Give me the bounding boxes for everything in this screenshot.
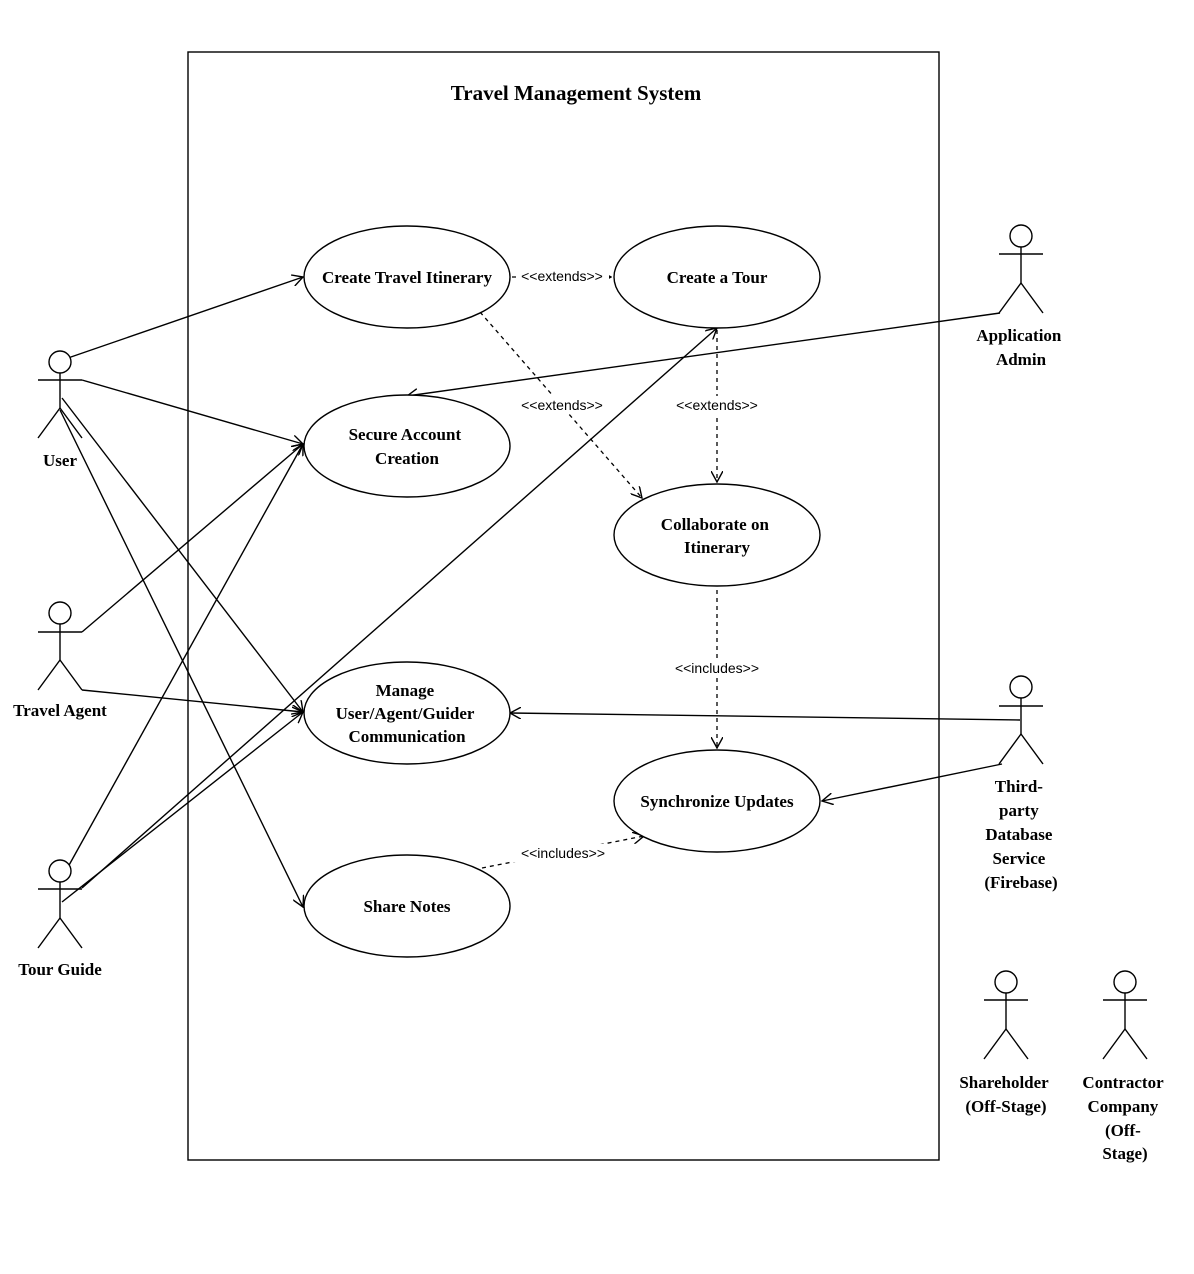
includes-label-notes: <<includes>> — [521, 845, 605, 861]
svg-text:Shareholder (Off-Stage): Shareholder (Off-Stage) — [959, 1073, 1052, 1116]
svg-text:Application Admin: Application Admin — [976, 326, 1065, 369]
actor-application-admin: Application Admin — [976, 224, 1065, 369]
assoc-user-share-notes — [59, 409, 303, 907]
actor-label: Stage) — [1102, 1144, 1147, 1163]
svg-text:Collaborate on Itinerary: Collaborate on Itinerary — [661, 515, 773, 557]
svg-text:Create a Tour: Create a Tour — [667, 268, 768, 287]
assoc-db-manage-communication — [510, 713, 1021, 721]
actor-icon — [998, 224, 1044, 314]
actor-label: Admin — [996, 350, 1047, 369]
actor-label: Contractor — [1082, 1073, 1164, 1092]
assoc-guide-manage-communication — [61, 712, 303, 903]
actor-label: Company — [1087, 1097, 1158, 1116]
actor-travel-agent: Travel Agent — [13, 601, 107, 720]
use-case-label: Manage — [376, 681, 435, 700]
includes-label-sync: <<includes>> — [675, 660, 759, 676]
svg-text:Create Travel Itinerary: Create Travel Itinerary — [322, 268, 492, 287]
use-case-label: Collaborate on — [661, 515, 770, 534]
actor-tour-guide: Tour Guide — [18, 859, 102, 979]
actor-label: (Off- — [1105, 1121, 1141, 1140]
svg-text:Share Notes: Share Notes — [363, 897, 450, 916]
use-case-label: Synchronize Updates — [640, 792, 794, 811]
svg-text:Manage User/Agent/Guider: Manage User/Agent/Guider Communication — [336, 681, 479, 746]
assoc-admin-secure-account — [407, 312, 1001, 396]
actor-icon — [37, 859, 83, 949]
actor-label: Travel Agent — [13, 701, 107, 720]
assoc-guide-create-tour — [81, 328, 717, 889]
assoc-user-secure-account — [81, 379, 303, 444]
use-case-synchronize-updates: Synchronize Updates — [613, 749, 821, 853]
associations — [59, 277, 1021, 907]
use-case-label: Share Notes — [363, 897, 450, 916]
actor-user: User — [37, 350, 83, 470]
use-case-secure-account-creation: Secure Account Creation — [303, 394, 511, 498]
actor-icon — [983, 970, 1029, 1060]
actor-shareholder: Shareholder (Off-Stage) — [959, 970, 1052, 1116]
system-title: Travel Management System — [451, 81, 702, 105]
system-boundary — [187, 51, 940, 1161]
actor-third-party-database: Third- party Database Service (Firebase) — [984, 675, 1058, 892]
actor-icon — [37, 350, 83, 439]
use-case-label: Create a Tour — [667, 268, 768, 287]
svg-text:User: User — [43, 451, 77, 470]
actor-label: User — [43, 451, 77, 470]
use-case-label: Create Travel Itinerary — [322, 268, 492, 287]
assoc-db-synchronize-updates — [822, 763, 1003, 801]
use-case-collaborate-on-itinerary: Collaborate on Itinerary — [613, 483, 821, 587]
actor-label: Application — [976, 326, 1062, 345]
actor-contractor-company: Contractor Company (Off- Stage) — [1082, 970, 1167, 1163]
actor-icon — [998, 675, 1044, 765]
use-case-create-travel-itinerary: Create Travel Itinerary — [303, 225, 511, 329]
svg-text:Third- party Datab: Third- party Database Service (Firebase) — [984, 777, 1057, 892]
actor-label: Third- — [995, 777, 1044, 796]
svg-text:Synchronize Updates: Synchronize Updates — [640, 792, 794, 811]
actor-label: Tour Guide — [18, 960, 102, 979]
use-case-manage-communication: Manage User/Agent/Guider Communication — [303, 661, 511, 765]
stereotype-labels: <<extends>> <<extends>> <<extends>> <<in… — [512, 267, 768, 862]
use-case-share-notes: Share Notes — [303, 854, 511, 958]
actor-label: Shareholder — [959, 1073, 1049, 1092]
use-case-label: Communication — [348, 727, 466, 746]
assoc-agent-manage-communication — [81, 689, 303, 712]
use-case-create-a-tour: Create a Tour — [613, 225, 821, 329]
use-case-label: Itinerary — [684, 538, 751, 557]
extends-label-itinerary: <<extends>> — [521, 397, 603, 413]
svg-text:Contractor Company: Contractor Company (Off- Stage) — [1082, 1073, 1167, 1163]
actor-icon — [1102, 970, 1148, 1060]
assoc-user-create-itinerary — [67, 277, 303, 359]
use-case-label: Secure Account — [349, 425, 462, 444]
actor-label: (Off-Stage) — [965, 1097, 1046, 1116]
extends-label-collaborate: <<extends>> — [676, 397, 758, 413]
assoc-user-manage-communication — [61, 397, 303, 712]
actor-icon — [37, 601, 83, 691]
assoc-guide-secure-account — [67, 444, 303, 868]
svg-text:Secure Account Creation: Secure Account Creation — [349, 425, 466, 468]
extends-label-tour: <<extends>> — [521, 268, 603, 284]
assoc-agent-secure-account — [81, 444, 303, 633]
actor-label: party — [999, 801, 1039, 820]
use-case-label: User/Agent/Guider — [336, 704, 475, 723]
svg-text:Tour Guide: Tour Guide — [18, 960, 102, 979]
actor-label: Service — [992, 849, 1045, 868]
actor-label: (Firebase) — [984, 873, 1057, 892]
svg-text:Travel Agent: Travel Agent — [13, 701, 107, 720]
actor-label: Database — [985, 825, 1053, 844]
use-case-label: Creation — [375, 449, 439, 468]
